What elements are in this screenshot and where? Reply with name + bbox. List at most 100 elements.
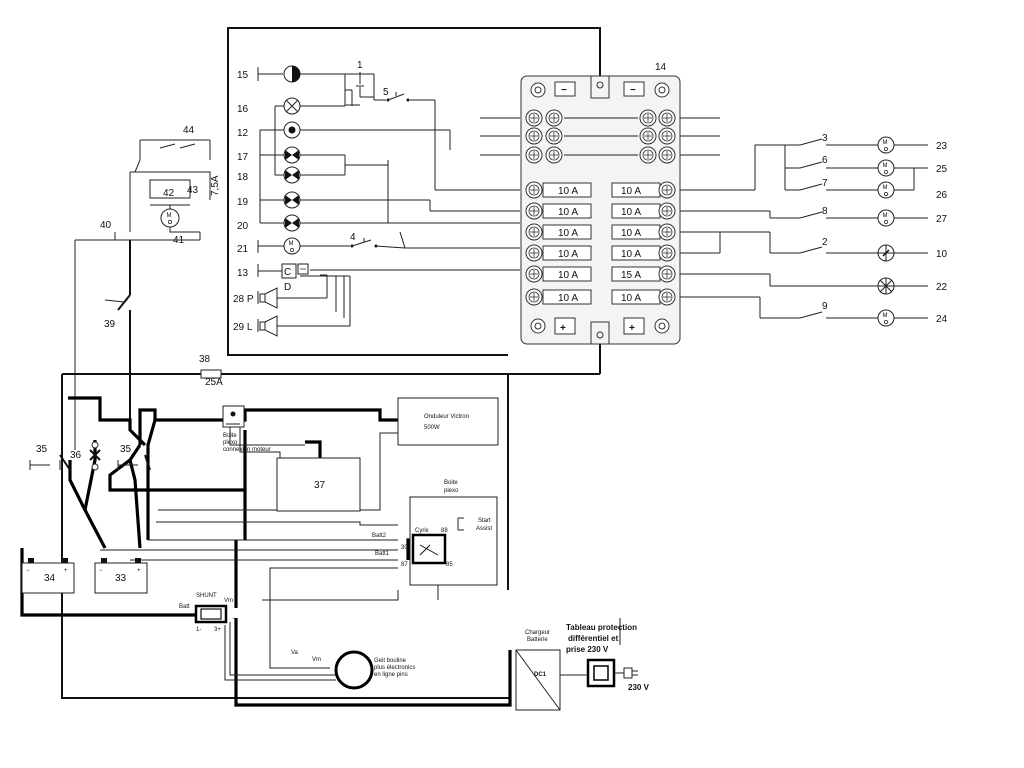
label-19: 19 [237,197,249,208]
switch-5-label: 5 [383,87,389,98]
cyrix-85: 85 [446,562,453,568]
start-assist-line1: Start [478,518,491,524]
switch-4: 4 [350,232,406,249]
fuse-left-rating: 10 A [558,249,578,260]
motor-27-icon: M [877,209,895,227]
boite-plexo-line2: plexo [444,488,459,494]
start-assist-switch [457,517,464,531]
power-wiring: 38 25A [20,240,621,707]
fuse-left [542,203,592,219]
light-22-icon [877,277,895,295]
fuse-left-rating: 10 A [558,186,578,197]
switch-6-label: 6 [822,155,828,166]
fusebox-plus-left: + [560,323,566,334]
switch-5: 5 [383,87,410,102]
switch-7-label: 7 [822,178,828,189]
boite-moteur-line3: connexion moteur [223,447,271,453]
battery-33-minus: − [99,568,103,574]
fuse-left-rating: 10 A [558,293,578,304]
lamp-19-icon [283,191,301,209]
relay-13-icon [281,263,297,279]
fuse-38-label: 38 [199,354,211,365]
battery-switch-35-left: 35 [29,444,71,471]
svg-text:M: M [883,213,888,219]
svg-text:C: C [284,267,291,278]
shunt-batt: Batt [179,604,190,610]
battery-33-plus: + [137,568,141,574]
fuse-right-rating: 10 A [621,249,641,260]
battery-34: 34 + − [21,558,75,594]
battery-33: 33 + − [94,558,148,594]
fusebox-plus-right: + [629,323,635,334]
cyrix-30: 30 [401,545,408,551]
switch-1: 1 [356,60,364,87]
motor-23-icon: M [877,136,895,154]
protection-line1: Tableau protection [566,623,637,632]
right-outputs: 3 6 7 8 2 9 M M M M M 23 25 26 27 10 22 … [680,117,948,327]
fuse-38-icon [200,369,222,379]
label-40: 40 [100,220,112,231]
lamp-18-icon [283,166,301,184]
fusebox-minus-right: − [630,85,636,96]
output-27: 27 [936,214,948,225]
boite-connexion-moteur: Boite plexo connexion moteur [222,405,271,453]
fuse-left [542,266,592,282]
gauge-line1: Geit bouline [374,658,407,664]
inverter-line2: 500W [424,425,440,431]
boite-moteur-line1: Boite [223,433,237,439]
svg-text:M: M [289,241,294,247]
lamp-15-icon [283,65,301,83]
switch-35-left-label: 35 [36,444,48,455]
charger-type: DC1 [534,672,547,678]
horn-28p-icon [259,287,278,309]
switch-35-right-label: 35 [120,444,132,455]
boite-plexo-line1: Boite [444,480,458,486]
output-23: 23 [936,141,948,152]
fuse-row: 10 A 10 A [525,244,676,262]
fuse-row: 10 A 10 A [525,288,676,306]
motor-26-icon: M [877,181,895,199]
svg-text:M: M [883,140,888,146]
label-44: 44 [183,125,195,136]
battery-34-plus: + [64,568,68,574]
switch-9-label: 9 [822,301,828,312]
switch-36-icon [89,441,101,471]
battery-monitor: Geit bouline plus électronics en ligne p… [334,650,415,690]
fuse-left [542,224,592,240]
switch-39-label: 39 [104,319,116,330]
output-26: 26 [936,190,948,201]
lamp-16-icon [283,97,301,115]
start-assist-line2: Assist [476,526,492,532]
motor-24-icon: M [877,309,895,327]
boite-plexo: Boite plexo Cyrix 88 30 87 85 Start Assi… [401,480,498,586]
battery-34-label: 34 [44,573,56,584]
label-18: 18 [237,172,249,183]
label-36: 36 [70,450,82,461]
label-20: 20 [237,221,249,232]
left-component-column: 15 16 12 17 18 19 20 [233,65,450,337]
fuse-right-rating: 10 A [621,293,641,304]
switch-4-label: 4 [350,232,356,243]
fusebox-minus-left: − [561,85,567,96]
gauge-line2: plus électronics [374,665,415,671]
switch-39: 39 [104,240,131,420]
inverter-victron: Onduleur Victron 500W [397,397,499,446]
fuse-left-rating: 10 A [558,228,578,239]
fuse-left-rating: 10 A [558,207,578,218]
wire-batt2-label: Batt2 [372,533,387,539]
shunt-title: SHUNT [196,593,217,599]
fusebox-label: 14 [655,62,667,73]
lamp-20-icon [283,214,301,232]
switch-3-label: 3 [822,133,828,144]
label-13: 13 [237,268,249,279]
wire-vm-label: Vm [312,657,321,663]
protection-panel: Tableau protection différentiel et prise… [566,623,650,692]
motor-21-icon: M [283,237,301,255]
shunt-neg: − [232,616,236,622]
output-25: 25 [936,164,948,175]
switch-d-label: D [284,282,291,293]
plug-icon [623,667,633,679]
